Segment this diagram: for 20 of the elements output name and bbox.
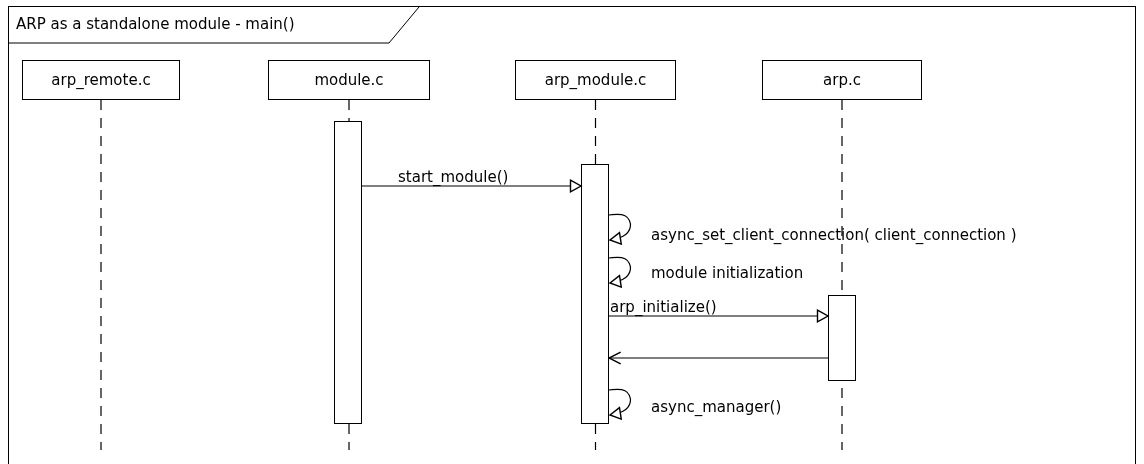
return-arrow [608,351,829,365]
participant-box: arp_remote.c [22,60,180,100]
message-label: async_manager() [651,398,782,416]
self-message-arrow [608,388,632,420]
participant-box: arp.c [762,60,922,100]
self-message-arrow [608,213,632,245]
message-label: async_set_client_connection( client_connection ) [651,226,1017,244]
frame-title: ARP as a standalone module - main() [16,15,295,33]
participant-box: module.c [268,60,430,100]
participant-box: arp_module.c [515,60,676,100]
message-arrow [608,309,829,323]
message-label: module initialization [651,264,804,282]
activation-bar [581,164,609,424]
activation-bar [828,295,856,381]
sequence-frame [8,6,1136,464]
self-message-arrow [608,256,632,288]
message-label: arp_initialize() [610,298,717,316]
message-arrow [361,179,582,193]
activation-bar [334,121,362,424]
message-label: start_module() [398,168,509,186]
